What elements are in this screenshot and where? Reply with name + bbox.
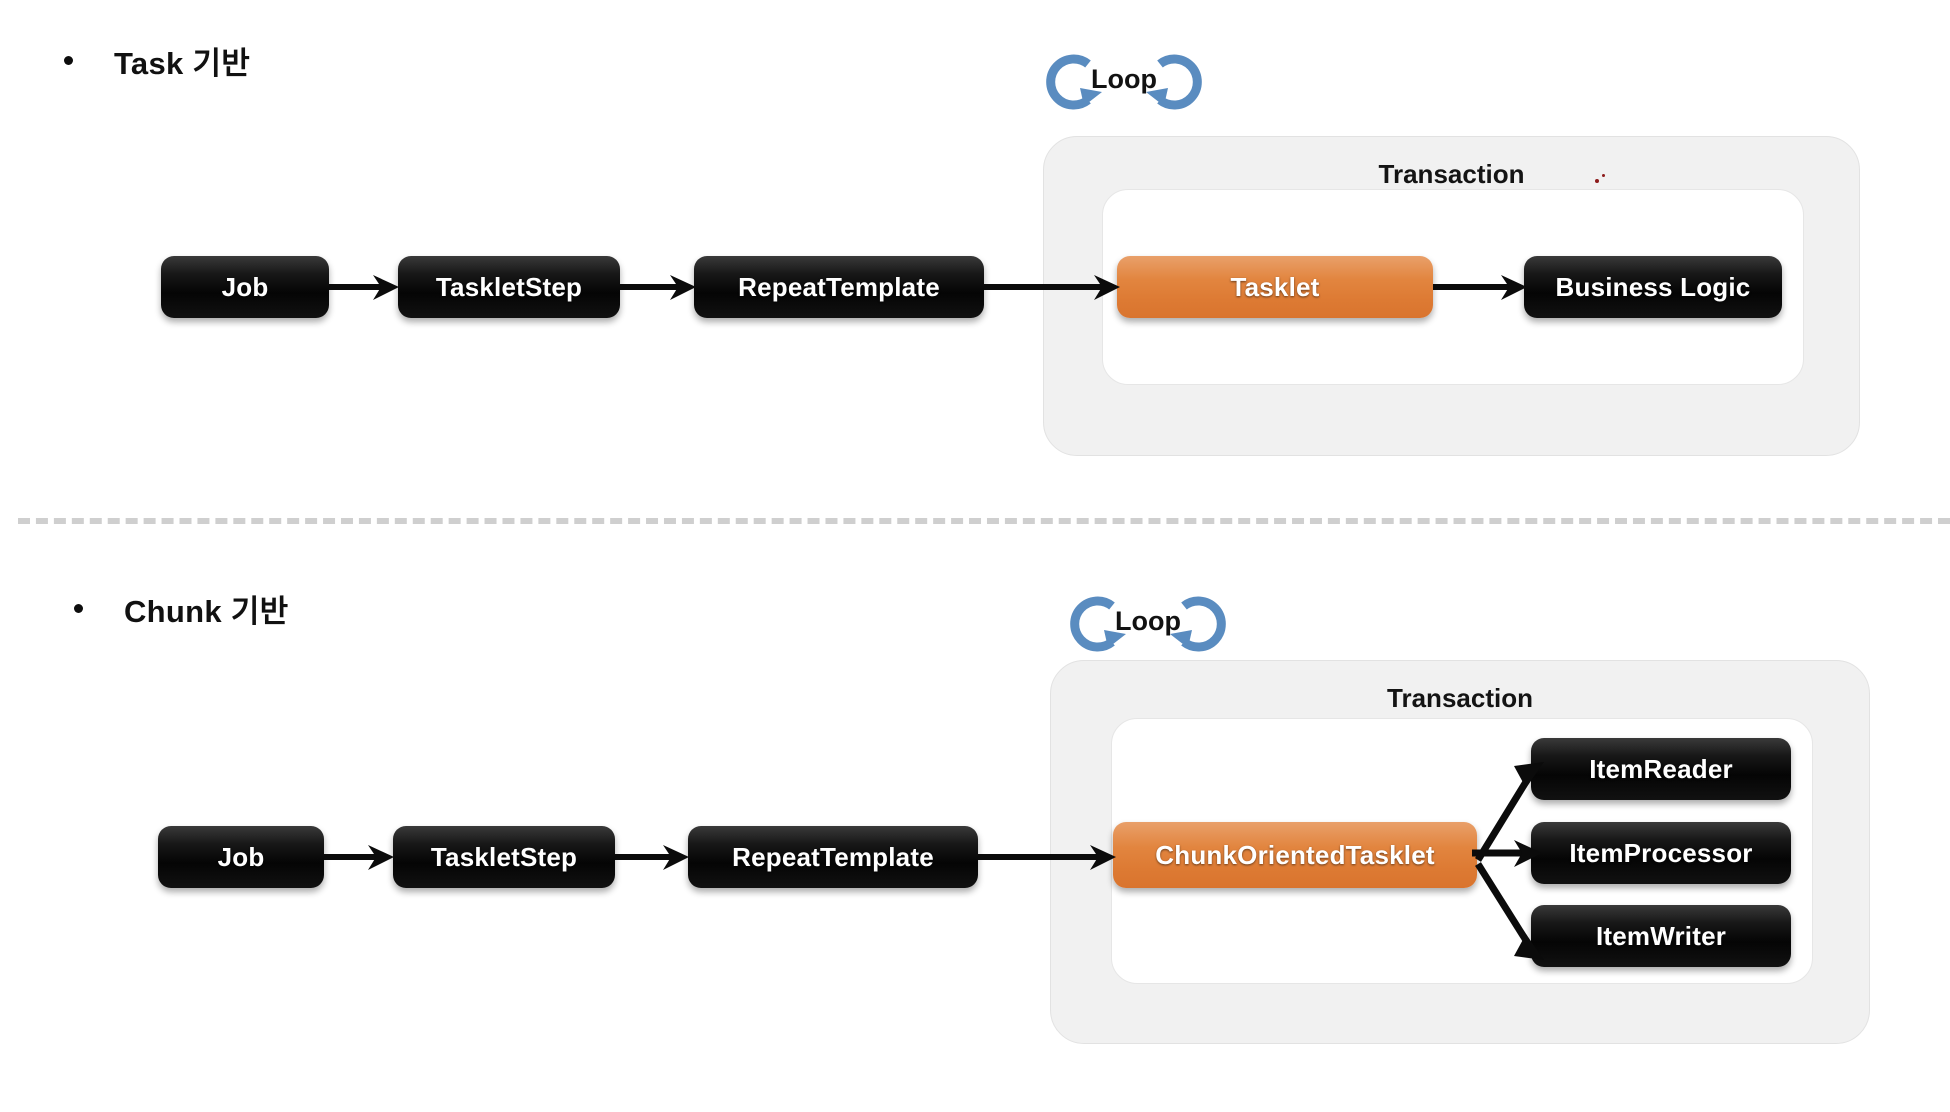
section-heading-task-label: Task 기반 (114, 46, 251, 81)
node-chunk-oriented-tasklet-label: ChunkOrientedTasklet (1155, 839, 1435, 870)
node-tasklet-step-task[interactable]: TaskletStep (398, 256, 620, 318)
node-tasklet-step-task-label: TaskletStep (435, 271, 583, 302)
node-item-writer-label: ItemWriter (1595, 920, 1727, 951)
node-repeat-template-chunk[interactable]: RepeatTemplate (688, 826, 978, 888)
node-job-chunk-label: Job (217, 841, 265, 872)
arrow-job-to-taskletstep-task (329, 275, 399, 300)
node-repeat-template-chunk-label: RepeatTemplate (732, 841, 934, 872)
loop-arrow-left-icon (1070, 596, 1115, 652)
loop-arrowhead-left-icon (1080, 88, 1102, 106)
node-tasklet-task[interactable]: Tasklet (1117, 256, 1433, 318)
section-divider (18, 518, 1950, 524)
section-heading-task: Task 기반 (64, 38, 250, 83)
node-repeat-template-task-label: RepeatTemplate (738, 271, 940, 302)
loop-arrowhead-left-icon (1104, 630, 1126, 648)
node-job-task-label: Job (221, 271, 269, 302)
artifact-speck (1595, 179, 1599, 183)
node-item-reader[interactable]: ItemReader (1531, 738, 1791, 800)
node-tasklet-step-chunk[interactable]: TaskletStep (393, 826, 615, 888)
node-item-writer[interactable]: ItemWriter (1531, 905, 1791, 967)
node-job-chunk[interactable]: Job (158, 826, 324, 888)
loop-arrow-right-icon (1181, 596, 1226, 652)
node-job-task[interactable]: Job (161, 256, 329, 318)
node-item-reader-label: ItemReader (1589, 753, 1733, 784)
loop-arrow-left-icon (1046, 54, 1091, 110)
node-business-logic-task-label: Business Logic (1555, 271, 1751, 302)
loop-badge-chunk: Loop (1068, 590, 1228, 652)
loop-arrowhead-right-icon (1146, 88, 1168, 106)
transaction-label-chunk: Transaction (1387, 683, 1533, 713)
arrow-taskletstep-to-repeattemplate-chunk (615, 845, 689, 870)
loop-label-chunk: Loop (1115, 605, 1181, 636)
bullet-icon (74, 604, 83, 613)
bullet-icon (64, 56, 73, 65)
arrow-taskletstep-to-repeattemplate-task (620, 275, 696, 300)
node-item-processor[interactable]: ItemProcessor (1531, 822, 1791, 884)
loop-arrow-right-icon (1157, 54, 1202, 110)
loop-badge-task: Loop (1044, 48, 1204, 110)
loop-arrowhead-right-icon (1170, 630, 1192, 648)
node-item-processor-label: ItemProcessor (1569, 837, 1753, 868)
loop-arrows-icon (1070, 596, 1226, 652)
node-tasklet-task-label: Tasklet (1230, 271, 1320, 302)
transaction-label-task: Transaction (1378, 159, 1525, 189)
node-repeat-template-task[interactable]: RepeatTemplate (694, 256, 984, 318)
section-heading-chunk-label: Chunk 기반 (124, 594, 289, 629)
loop-arrows-icon (1046, 54, 1202, 110)
node-business-logic-task[interactable]: Business Logic (1524, 256, 1782, 318)
node-tasklet-step-chunk-label: TaskletStep (430, 841, 578, 872)
node-chunk-oriented-tasklet[interactable]: ChunkOrientedTasklet (1113, 822, 1477, 888)
loop-label-task: Loop (1091, 63, 1157, 94)
section-heading-chunk: Chunk 기반 (74, 586, 289, 631)
artifact-speck (1602, 174, 1605, 177)
arrow-job-to-taskletstep-chunk (324, 845, 394, 870)
